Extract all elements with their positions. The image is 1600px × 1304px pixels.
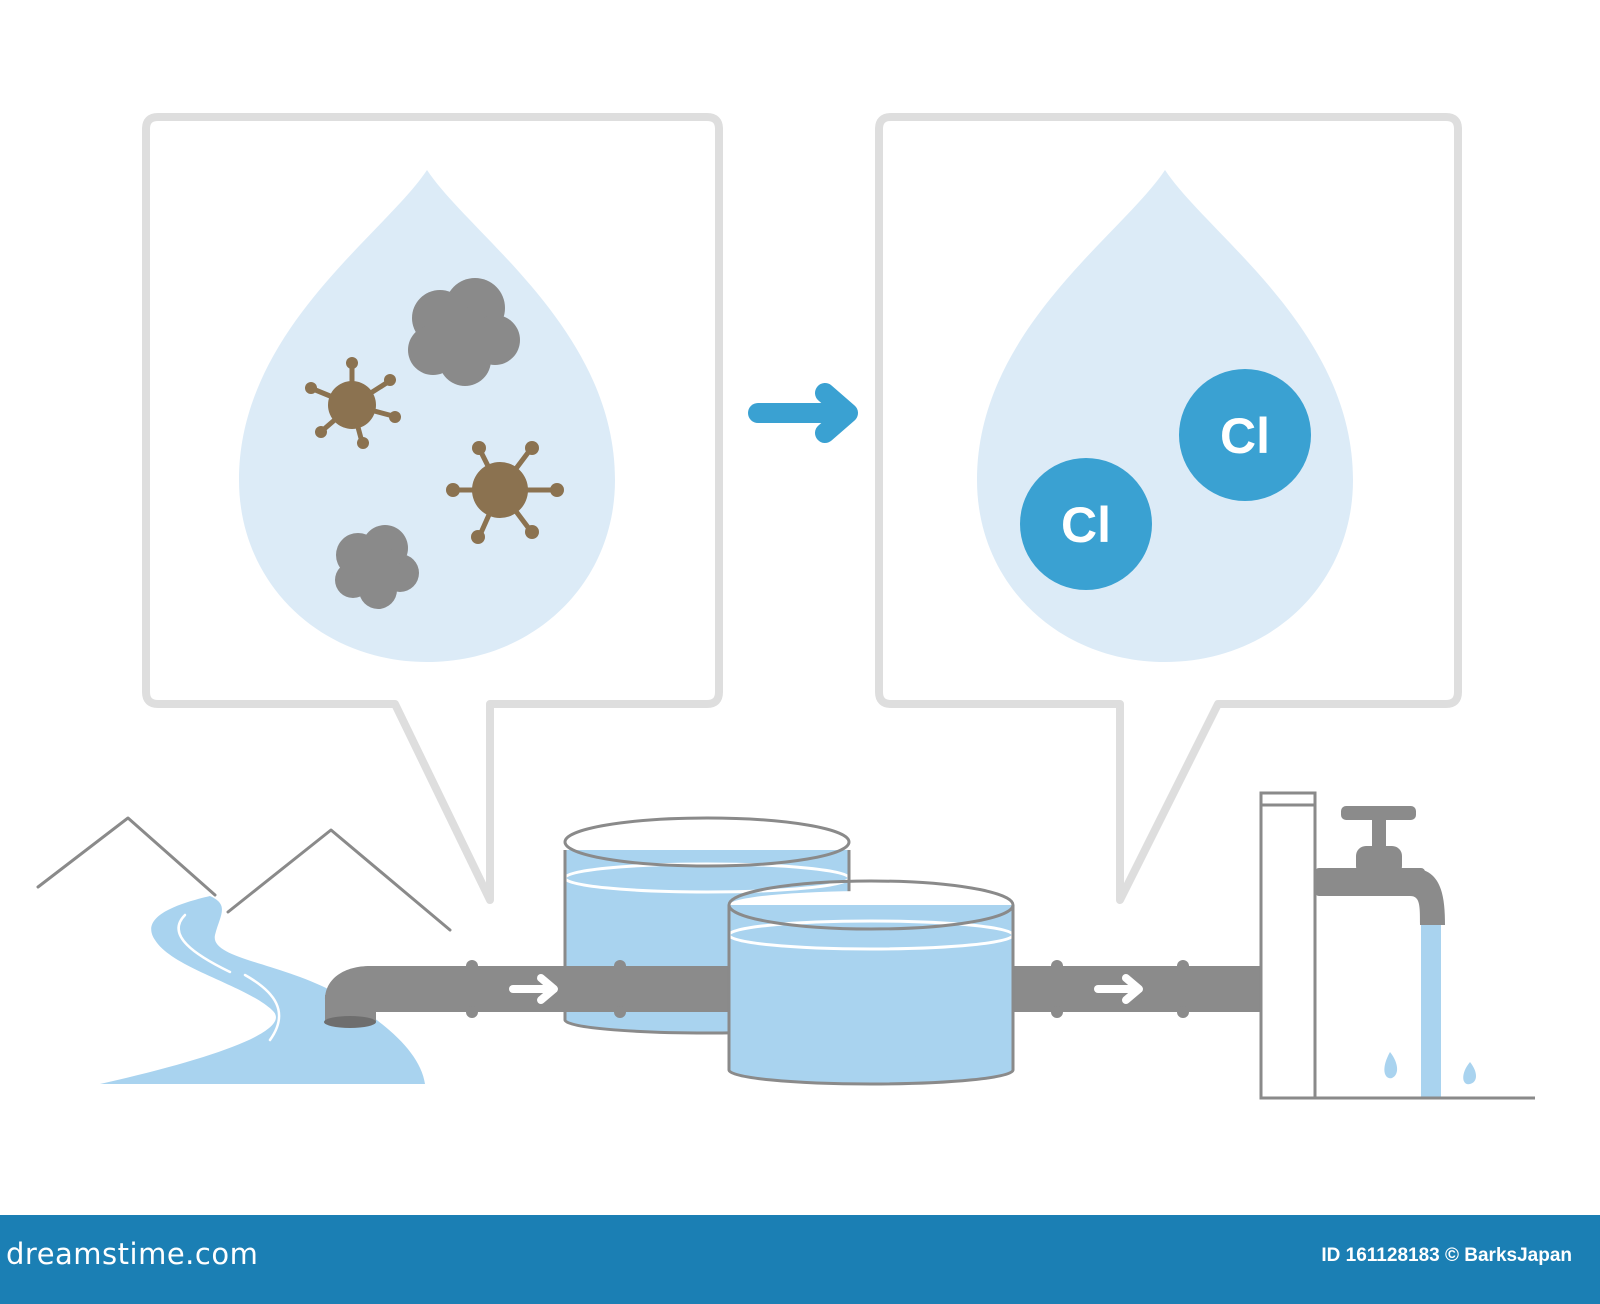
water-treatment-diagram: Cl Cl <box>36 113 1535 1100</box>
faucet-icon <box>1315 806 1445 925</box>
virus-icon <box>446 441 564 544</box>
virus-icon <box>305 357 401 449</box>
pillar-icon <box>1259 791 1317 1100</box>
sediment-clump-icon <box>408 278 520 386</box>
water-stream-icon <box>1384 925 1476 1097</box>
footer-bar: dreamstime.com ID 161128183 © BarksJapan <box>0 1215 1600 1304</box>
pipe-joint-icon <box>466 960 1189 1018</box>
water-tank-icon <box>727 879 1015 1086</box>
river-icon <box>100 896 425 1084</box>
brand-logo-text[interactable]: dreamstime.com <box>6 1237 259 1271</box>
contaminated-water-drop <box>239 170 615 662</box>
mountains-icon <box>36 816 452 932</box>
image-credit: ID 161128183 © BarksJapan <box>1321 1245 1572 1266</box>
flow-arrow-icon <box>509 974 558 1004</box>
sediment-clump-icon <box>335 525 419 609</box>
flow-arrow-icon <box>1094 974 1143 1004</box>
chlorine-ion-icon: Cl <box>1020 458 1152 590</box>
chlorine-label: Cl <box>1220 408 1270 464</box>
chlorine-label: Cl <box>1061 497 1111 553</box>
process-arrow-icon <box>748 383 858 443</box>
chlorine-ion-icon: Cl <box>1179 369 1311 501</box>
